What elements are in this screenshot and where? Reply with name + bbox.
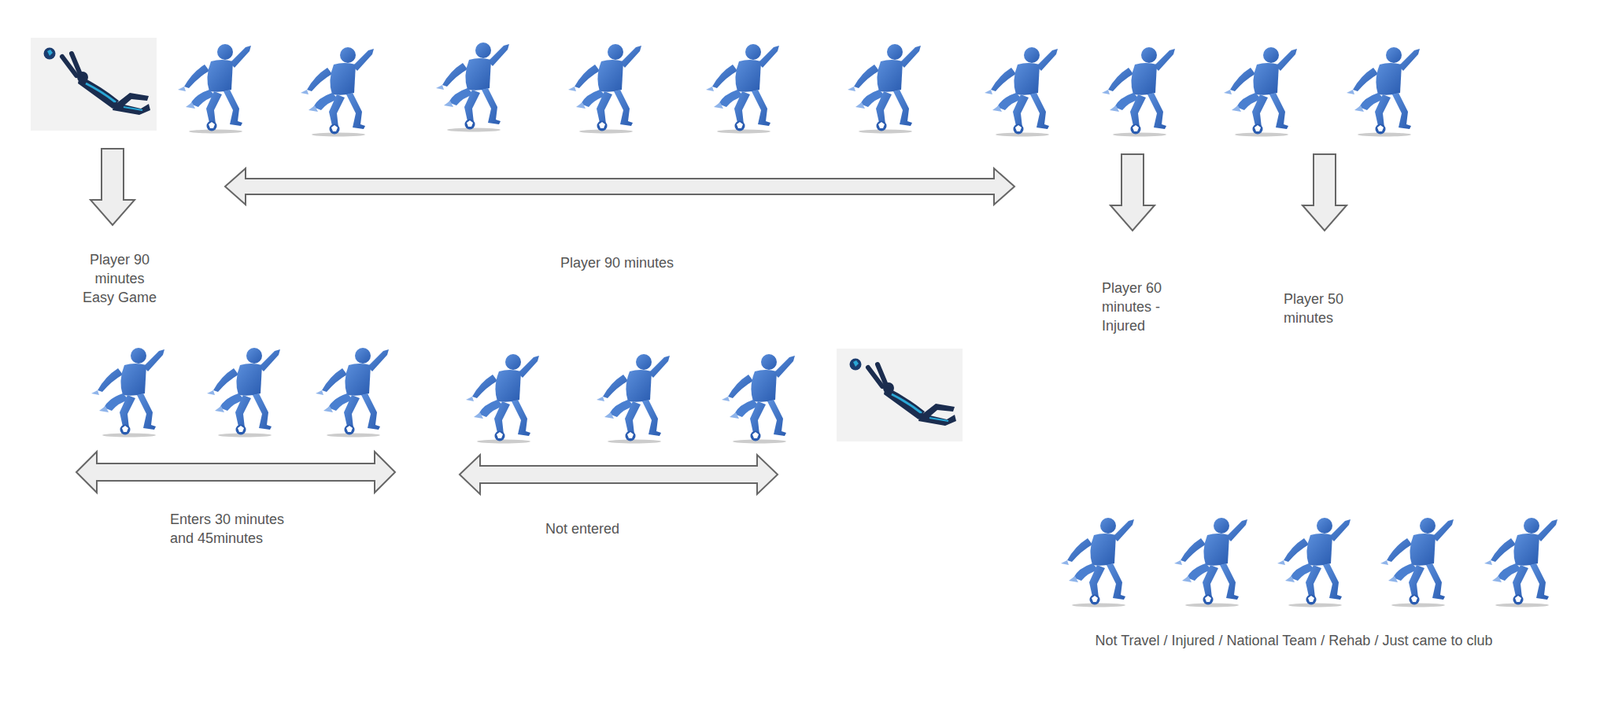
player-figure bbox=[596, 354, 670, 444]
label-holder: Not entered bbox=[545, 519, 620, 539]
label-holder: Enters 30 minutes and 45minutes bbox=[169, 509, 312, 548]
unused-label: Not entered bbox=[545, 519, 620, 539]
down-arrow bbox=[1302, 154, 1347, 231]
player-figure bbox=[1277, 517, 1351, 608]
player-figure bbox=[984, 47, 1058, 137]
label-holder: Player 50 minutes bbox=[1283, 289, 1363, 328]
player-figure bbox=[300, 47, 374, 137]
player-figure bbox=[315, 347, 389, 438]
double-arrow bbox=[459, 454, 778, 495]
player-figure bbox=[1101, 47, 1176, 137]
minutes-label: Player 60 minutes - Injured bbox=[1101, 278, 1181, 336]
player-figure bbox=[705, 44, 780, 134]
player-figure bbox=[1174, 517, 1248, 608]
player-figure bbox=[465, 354, 540, 444]
player-figure bbox=[177, 44, 252, 134]
second-row bbox=[91, 347, 963, 444]
unavailable-label: Not Travel / Injured / National Team / R… bbox=[1095, 631, 1493, 651]
player-figure bbox=[721, 354, 795, 444]
goalkeeper-figure bbox=[30, 37, 157, 131]
goalkeeper-figure bbox=[836, 348, 963, 442]
label-holder: Not Travel / Injured / National Team / R… bbox=[1095, 631, 1493, 651]
player-figure bbox=[91, 347, 165, 438]
label-holder: Player 90 minutes Easy Game bbox=[81, 250, 158, 307]
substitutes-label: Enters 30 minutes and 45minutes bbox=[169, 509, 312, 548]
player-figure bbox=[206, 347, 281, 438]
player-figure bbox=[847, 44, 921, 134]
down-arrow bbox=[1110, 154, 1155, 231]
minutes-label: Player 90 minutes bbox=[560, 253, 674, 273]
unavailable-row bbox=[1060, 517, 1558, 608]
player-figure bbox=[568, 44, 642, 134]
double-arrow bbox=[76, 451, 396, 493]
down-arrow bbox=[90, 148, 135, 226]
player-figure bbox=[1484, 517, 1558, 608]
label-holder: Player 90 minutes bbox=[560, 253, 674, 273]
minutes-label: Player 90 minutes Easy Game bbox=[81, 250, 158, 307]
double-arrow bbox=[225, 168, 1015, 205]
player-figure bbox=[1346, 47, 1420, 137]
player-figure bbox=[1060, 517, 1135, 608]
player-figure bbox=[1223, 47, 1297, 137]
top-row bbox=[30, 37, 1420, 137]
minutes-label: Player 50 minutes bbox=[1283, 289, 1363, 328]
player-figure bbox=[1380, 517, 1454, 608]
player-figure bbox=[436, 42, 510, 133]
label-holder: Player 60 minutes - Injured bbox=[1101, 278, 1181, 336]
